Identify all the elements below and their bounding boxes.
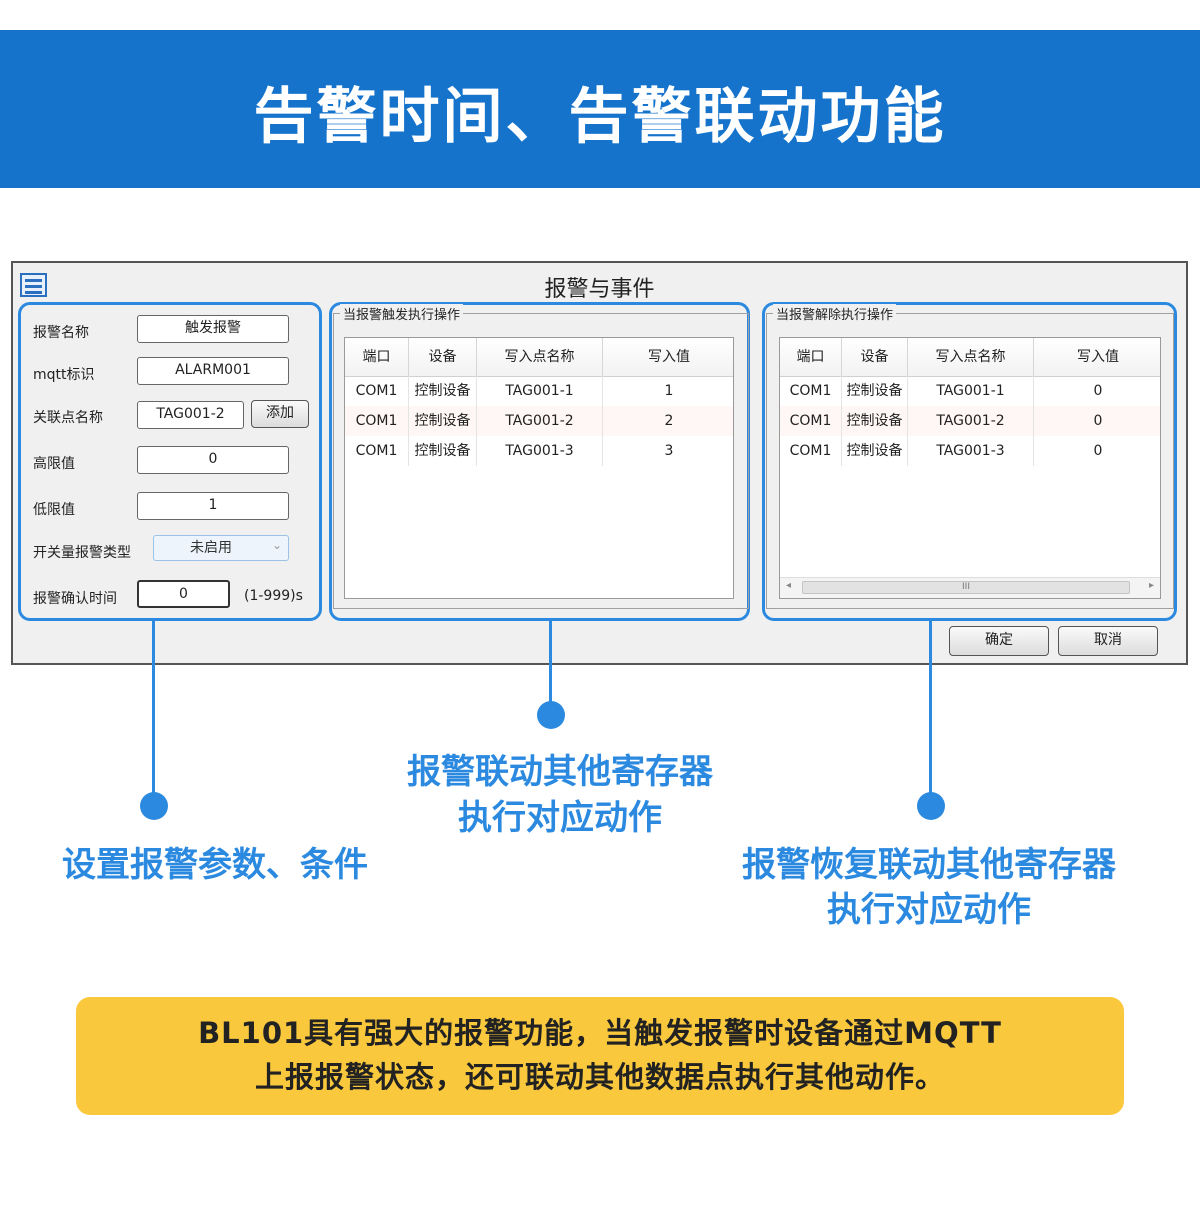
cell-write-value: 3	[664, 443, 674, 459]
table-row[interactable]: COM1 控制设备 TAG001-2 0	[780, 406, 1160, 436]
switch-alarm-type-label: 开关量报警类型	[33, 545, 131, 561]
low-limit-field[interactable]: 1	[137, 492, 289, 520]
column-header-port[interactable]: 端口	[345, 338, 409, 376]
column-header-write-value[interactable]: 写入值	[648, 349, 690, 365]
callout-dot-right	[917, 792, 945, 820]
column-header-write-value[interactable]: 写入值	[1077, 349, 1119, 365]
switch-alarm-type-value: 未启用	[190, 540, 232, 556]
caption-middle-line2: 执行对应动作	[458, 798, 662, 838]
cell-write-value: 0	[1093, 383, 1103, 399]
app-logo-icon	[20, 273, 47, 297]
cell-device: 控制设备	[842, 406, 908, 436]
confirm-time-label: 报警确认时间	[33, 591, 117, 607]
chevron-down-icon: ⌄	[271, 538, 282, 552]
confirm-time-field[interactable]: 0	[137, 580, 230, 608]
caption-right-line2: 执行对应动作	[827, 890, 1031, 930]
cell-write-point: TAG001-2	[908, 406, 1034, 436]
note-line-1: BL101具有强大的报警功能，当触发报警时设备通过MQTT	[198, 1016, 1002, 1050]
note-line-2: 上报报警状态，还可联动其他数据点执行其他动作。	[254, 1060, 945, 1094]
cell-port: COM1	[780, 436, 842, 466]
trigger-table-header: 端口 设备 写入点名称 写入值	[345, 338, 733, 377]
release-table[interactable]: 端口 设备 写入点名称 写入值 COM1 控制设备 TAG001-1 0 COM…	[779, 337, 1161, 599]
callout-dot-middle	[537, 701, 565, 729]
header-banner: 告警时间、告警联动功能	[0, 30, 1200, 188]
alarm-name-label: 报警名称	[33, 325, 89, 341]
linked-point-field[interactable]: TAG001-2	[137, 401, 244, 429]
cell-device: 控制设备	[409, 436, 477, 466]
scroll-thumb[interactable]: III	[802, 581, 1130, 594]
table-row[interactable]: COM1 控制设备 TAG001-3 0	[780, 436, 1160, 466]
column-header-port[interactable]: 端口	[780, 338, 842, 376]
column-header-write-point[interactable]: 写入点名称	[908, 338, 1034, 376]
release-table-header: 端口 设备 写入点名称 写入值	[780, 338, 1160, 377]
cell-write-value: 0	[1093, 413, 1103, 429]
cell-port: COM1	[780, 406, 842, 436]
table-row[interactable]: COM1 控制设备 TAG001-1 1	[345, 376, 733, 406]
cell-port: COM1	[345, 436, 409, 466]
trigger-group-title: 当报警触发执行操作	[340, 304, 464, 323]
low-limit-label: 低限值	[33, 502, 75, 518]
high-limit-label: 高限值	[33, 456, 75, 472]
alarm-event-window: 报警与事件 报警名称 触发报警 mqtt标识 ALARM001 关联点名称 TA…	[11, 261, 1188, 665]
feature-note: BL101具有强大的报警功能，当触发报警时设备通过MQTT 上报报警状态，还可联…	[76, 997, 1124, 1115]
caption-left: 设置报警参数、条件	[62, 845, 368, 885]
callout-line-left	[152, 620, 155, 800]
cell-port: COM1	[345, 376, 409, 406]
cell-device: 控制设备	[409, 376, 477, 406]
high-limit-field[interactable]: 0	[137, 446, 289, 474]
cell-device: 控制设备	[842, 376, 908, 406]
cell-write-value: 2	[664, 413, 674, 429]
cell-write-value: 1	[664, 383, 674, 399]
cell-write-point: TAG001-3	[477, 436, 603, 466]
column-header-device[interactable]: 设备	[409, 338, 477, 376]
table-row[interactable]: COM1 控制设备 TAG001-3 3	[345, 436, 733, 466]
cell-port: COM1	[345, 406, 409, 436]
cell-port: COM1	[780, 376, 842, 406]
cell-write-point: TAG001-1	[908, 376, 1034, 406]
table-row[interactable]: COM1 控制设备 TAG001-1 0	[780, 376, 1160, 406]
callout-line-right	[929, 620, 932, 800]
switch-alarm-type-select[interactable]: 未启用 ⌄	[153, 535, 289, 561]
callout-line-middle	[549, 620, 552, 708]
trigger-group: 当报警触发执行操作	[333, 304, 749, 609]
cell-write-point: TAG001-3	[908, 436, 1034, 466]
alarm-name-field[interactable]: 触发报警	[137, 315, 289, 343]
cell-write-point: TAG001-1	[477, 376, 603, 406]
release-highlight	[762, 302, 1177, 621]
confirm-time-unit: (1-999)s	[244, 588, 303, 604]
banner-title: 告警时间、告警联动功能	[253, 82, 947, 152]
scroll-right-icon[interactable]: ▸	[1148, 580, 1154, 591]
horizontal-scrollbar[interactable]: ◂ III ▸	[780, 577, 1160, 598]
trigger-table[interactable]: 端口 设备 写入点名称 写入值 COM1 控制设备 TAG001-1 1 COM…	[344, 337, 734, 599]
caption-right-line1: 报警恢复联动其他寄存器	[742, 845, 1116, 885]
cancel-button[interactable]: 取消	[1058, 626, 1158, 656]
mqtt-id-label: mqtt标识	[33, 367, 95, 383]
release-group-title: 当报警解除执行操作	[773, 304, 897, 323]
ok-button[interactable]: 确定	[949, 626, 1049, 656]
column-header-device[interactable]: 设备	[842, 338, 908, 376]
mqtt-id-field[interactable]: ALARM001	[137, 357, 289, 385]
settings-highlight	[18, 302, 322, 621]
linked-point-label: 关联点名称	[33, 410, 103, 426]
cell-device: 控制设备	[842, 436, 908, 466]
window-title: 报警与事件	[544, 277, 655, 302]
scroll-left-icon[interactable]: ◂	[786, 580, 792, 591]
table-row[interactable]: COM1 控制设备 TAG001-2 2	[345, 406, 733, 436]
release-group: 当报警解除执行操作	[766, 304, 1174, 609]
column-header-write-point[interactable]: 写入点名称	[477, 338, 603, 376]
cell-write-point: TAG001-2	[477, 406, 603, 436]
cell-write-value: 0	[1093, 443, 1103, 459]
cell-device: 控制设备	[409, 406, 477, 436]
caption-middle-line1: 报警联动其他寄存器	[407, 752, 713, 792]
callout-dot-left	[140, 792, 168, 820]
add-point-button[interactable]: 添加	[251, 400, 309, 428]
